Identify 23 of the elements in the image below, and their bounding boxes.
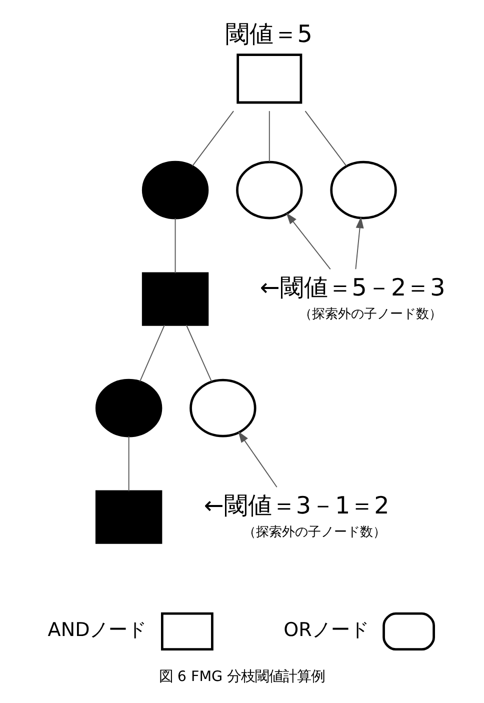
node-box bbox=[142, 272, 209, 326]
connector bbox=[186, 324, 212, 382]
connector bbox=[139, 324, 165, 382]
connector bbox=[192, 110, 234, 167]
arrow bbox=[286, 212, 331, 270]
arrow bbox=[355, 216, 364, 270]
arrow bbox=[238, 431, 278, 488]
node-circle bbox=[330, 160, 397, 220]
legend-label: ORノード bbox=[284, 619, 369, 641]
node-text: ←閾値＝3－1＝2 （探索外の子ノード数） bbox=[204, 492, 390, 540]
node-circle bbox=[236, 160, 303, 220]
connector bbox=[268, 110, 270, 162]
connector bbox=[304, 110, 347, 167]
node-text: ←閾値＝5－2＝3 （探索外の子ノード数） bbox=[260, 274, 446, 322]
node-circle bbox=[95, 378, 162, 438]
node-label: 閾値＝5 bbox=[225, 20, 312, 48]
node-circle bbox=[142, 160, 209, 220]
caption: 図 6 FMG 分枝閾値計算例 bbox=[158, 669, 326, 686]
legend-label: ANDノード bbox=[48, 619, 147, 641]
node-circle bbox=[190, 378, 256, 438]
node-box bbox=[95, 490, 162, 544]
connector bbox=[174, 218, 176, 274]
connector bbox=[128, 436, 130, 492]
